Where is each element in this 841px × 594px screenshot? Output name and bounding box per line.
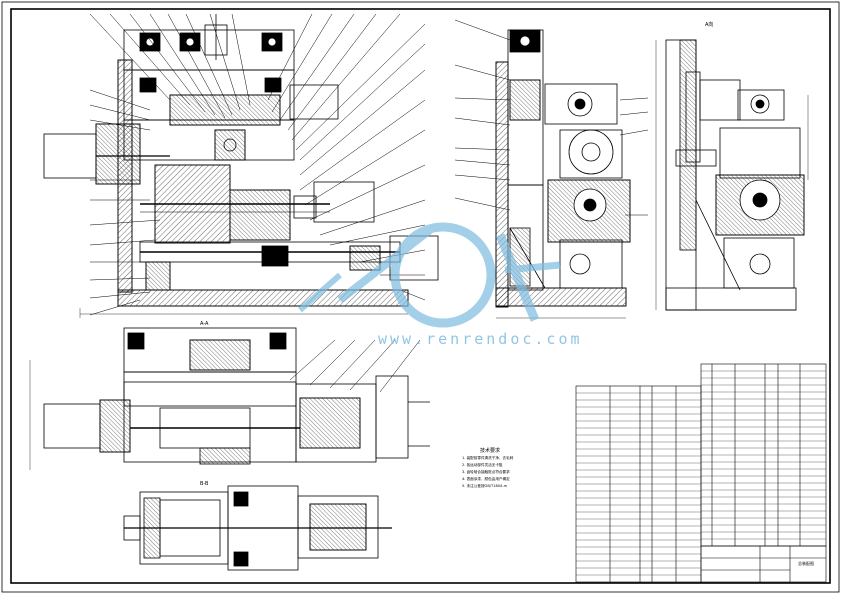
bottom-view <box>123 485 392 571</box>
section-label-bottom: B-B <box>200 481 209 487</box>
drawing-name: 总装配图 <box>798 561 814 566</box>
tech-note: 1. 装配前零件清洗干净，去毛刺 <box>462 456 514 460</box>
tech-notes-title: 技术要求 <box>480 448 501 454</box>
renrendoc-logo <box>298 222 561 328</box>
watermark-text: www.renrendoc.com <box>378 330 583 348</box>
tech-note: 2. 各运动部件灵活无卡阻 <box>462 463 503 467</box>
parts-list <box>575 363 827 583</box>
parts-list-rows-left <box>576 392 701 576</box>
parts-list-rows-right <box>701 370 826 540</box>
section-label-top: A-A <box>200 321 209 327</box>
tech-note: 4. 表面涂漆，颜色由用户确定 <box>462 477 510 481</box>
inner-frame <box>10 8 831 584</box>
top-view <box>29 327 430 470</box>
section-label-side: A向 <box>705 22 714 28</box>
tech-note: 5. 未注公差按GB/T1804-m <box>462 484 508 488</box>
view-a <box>655 39 809 311</box>
tech-note: 3. 齿轮啮合接触斑点符合要求 <box>462 470 510 474</box>
side-view <box>454 19 649 319</box>
